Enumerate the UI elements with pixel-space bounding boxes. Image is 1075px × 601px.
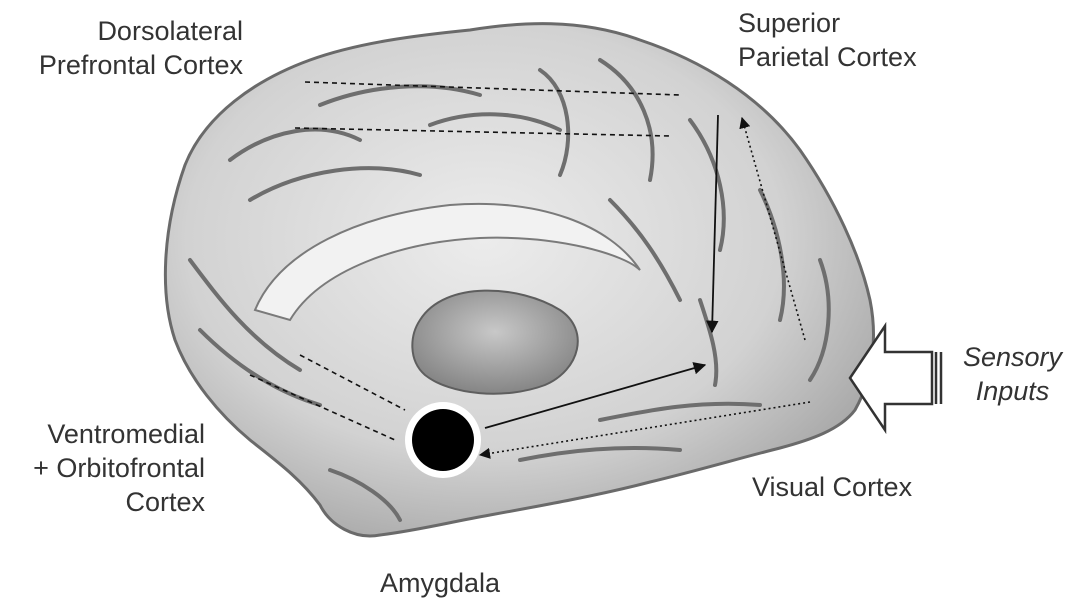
- label-dorsolateral-prefrontal-cortex: Dorsolateral Prefrontal Cortex: [30, 14, 243, 82]
- amygdala-marker-core: [412, 409, 474, 471]
- thalamus: [412, 291, 577, 394]
- label-visual-cortex: Visual Cortex: [752, 470, 952, 504]
- label-amygdala: Amygdala: [360, 566, 520, 600]
- label-ventromedial-orbitofrontal-cortex: Ventromedial + Orbitofrontal Cortex: [10, 417, 205, 519]
- label-superior-parietal-cortex: Superior Parietal Cortex: [738, 6, 968, 74]
- label-sensory-inputs: Sensory Inputs: [950, 340, 1075, 408]
